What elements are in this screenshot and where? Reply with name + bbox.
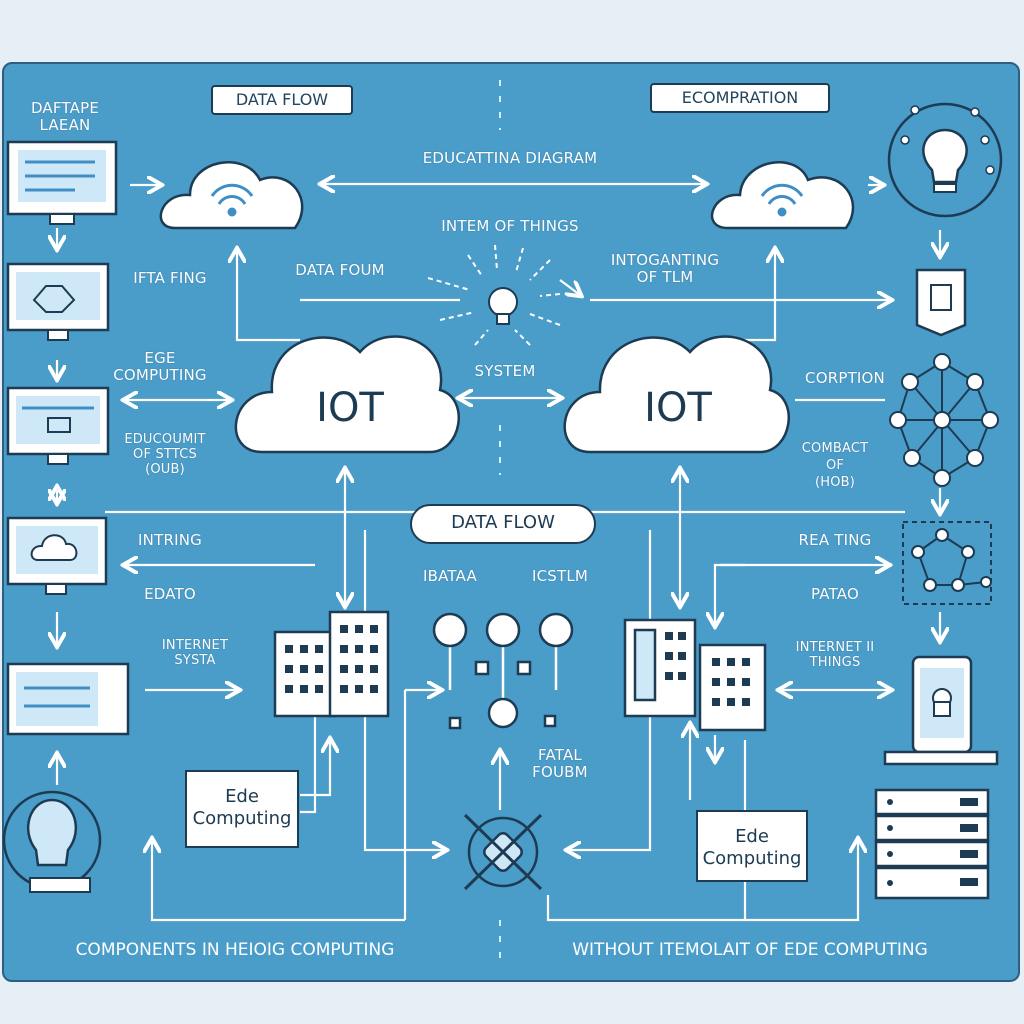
wifi-icon [210, 183, 254, 217]
iot-right-text: IOT [644, 385, 712, 431]
wifi-icon [760, 183, 804, 217]
fatal-form-label: FATAL FOUBM [532, 746, 588, 781]
footer-caption-right: WITHOUT ITEMOLAIT OF EDE COMPUTING [572, 940, 928, 960]
frame-icon [915, 268, 967, 337]
bulb-rays [427, 244, 561, 346]
satellite-icon [463, 813, 543, 891]
educoumit-label: EDUCOUMIT OF STTCS (OUB) [124, 432, 206, 477]
building-icon [273, 610, 390, 718]
corption-label: CORPTION [805, 369, 885, 387]
arrow-bottom-left [152, 840, 405, 922]
building-icon [623, 618, 767, 732]
footer-caption-left: COMPONENTS IN HEIOIG COMPUTING [75, 940, 395, 960]
monitor-icon [6, 140, 118, 225]
internet-things-label: INTERNET II THINGS [795, 640, 875, 670]
iot-cloud-left [234, 335, 460, 454]
edge-computing-box-left: Ede Computing [185, 770, 299, 848]
server-rack-icon [874, 788, 990, 900]
educational-diagram-label: EDUCATTINA DIAGRAM [422, 149, 598, 167]
arrow-rea-ting-2 [715, 563, 745, 625]
monitor-icon [6, 516, 108, 595]
lightbulb-icon [2, 790, 102, 893]
system-label: SYSTEM [474, 362, 536, 380]
arrow-bottom-right [546, 840, 858, 922]
internet-system-label: INTERNET SYSTA [161, 638, 229, 668]
rea-ting-label: REA TING [798, 531, 872, 549]
intoganting-label: INTOGANTING OF TLM [610, 251, 720, 286]
data-foum-label: DATA FOUM [295, 261, 385, 279]
arrow-iot-top-right [559, 279, 580, 295]
edato-label: EDATO [144, 585, 196, 603]
iot-cloud-right [563, 335, 790, 454]
intring-label: INTRING [138, 531, 202, 549]
edge-computing-label: EGE COMPUTING [113, 349, 207, 384]
data-flow-pill: DATA FLOW [410, 504, 596, 544]
node-icon [432, 612, 574, 730]
patao-label: PATAO [811, 585, 859, 603]
ifta-fing-label: IFTA FING [133, 269, 207, 287]
ecomparation-tag: ECOMPRATION [650, 83, 830, 113]
combact-label: COMBACT OF (HOB) [801, 441, 869, 490]
data-flow-tag: DATA FLOW [211, 85, 353, 115]
tablet-lock-icon [883, 655, 999, 766]
monitor-icon [6, 386, 110, 465]
top-left-label: DAFTAPE LAEAN [30, 99, 100, 134]
monitor-icon [6, 262, 110, 341]
arrow-cloud-left-down [237, 250, 300, 342]
data-a-label: IBATAA [423, 567, 477, 585]
lightbulb-icon [887, 102, 1003, 218]
internet-of-things-label: INTEM OF THINGS [441, 217, 579, 235]
network-graph-icon [902, 521, 992, 605]
monitor-icon [6, 662, 130, 736]
network-graph-icon [889, 353, 999, 487]
iot-left-text: IOT [316, 385, 384, 431]
lightbulb-icon [488, 287, 518, 325]
edge-computing-box-right: Ede Computing [696, 810, 808, 882]
arrow-edge-left-up [300, 740, 330, 797]
data-b-label: ICSTLM [531, 567, 589, 585]
